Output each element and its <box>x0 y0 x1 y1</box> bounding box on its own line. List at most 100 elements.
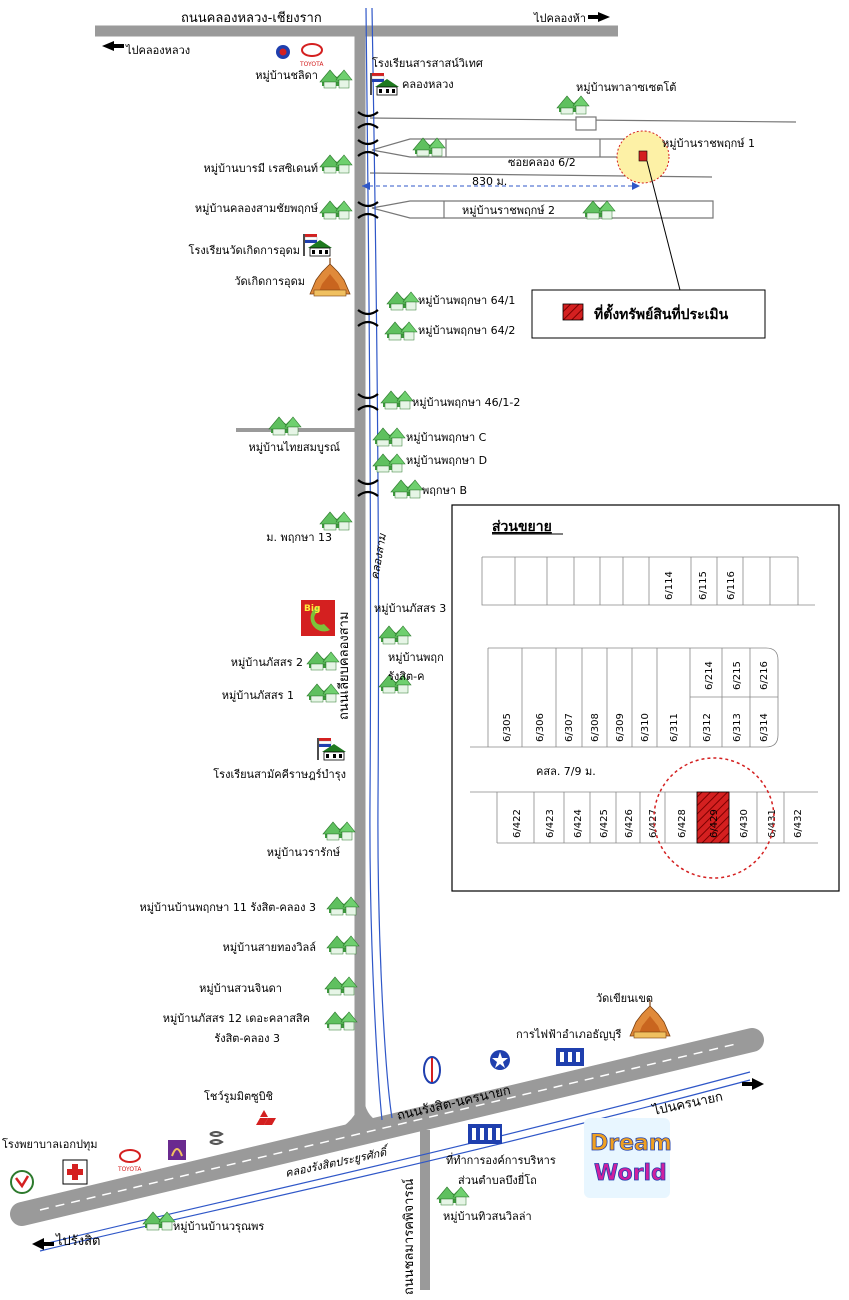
plot-label: 6/425 <box>599 809 610 838</box>
village-label: หมู่บ้านภัสสร 3 <box>374 602 446 615</box>
plot-label: 6/432 <box>793 809 804 838</box>
svg-text:TOYOTA: TOYOTA <box>117 1166 142 1173</box>
school-label-2: คลองหลวง <box>402 78 454 91</box>
subject-location <box>616 130 681 291</box>
plot-label: 6/314 <box>759 713 770 742</box>
plot-label: 6/216 <box>759 661 770 690</box>
shell-stack-icon <box>209 1131 224 1145</box>
toyota-icon <box>301 43 323 57</box>
electric-label: การไฟฟ้าอำเภอธัญบุรี <box>516 1028 621 1041</box>
plot-label: 6/305 <box>502 713 513 742</box>
to-klong-luang-label: ไปคลองหลวง <box>125 44 190 57</box>
plot-label: 6/424 <box>573 809 584 838</box>
arrow-left-icon <box>102 41 114 51</box>
temple-icon <box>309 257 351 297</box>
tao-building-icon <box>468 1124 502 1144</box>
village-label: หมู่บ้านพฤกษา 46/1-2 <box>412 396 520 409</box>
inset-title: ส่วนขยาย <box>492 519 552 535</box>
temple-label: วัดเกิดการอุดม <box>234 275 305 288</box>
village-label: หมู่บ้านบ้านพฤกษา 11 รังสิต-คลอง 3 <box>139 901 316 914</box>
school-label: โรงเรียนสามัคคีราษฎร์บำรุง <box>213 767 346 781</box>
village-label: รังสิต-ค <box>388 670 424 683</box>
toyota-icon-2 <box>119 1149 141 1163</box>
distance-label: 830 ม. <box>472 175 507 188</box>
plot-label: 6/311 <box>669 713 680 742</box>
subject-plot <box>696 791 730 844</box>
plot-label: 6/429 <box>709 809 720 838</box>
temple-icon-2 <box>629 999 671 1039</box>
inset-map: ส่วนขยาย 6/114 6/115 6/116 <box>451 504 840 892</box>
legend-swatch <box>562 303 584 321</box>
canals <box>39 7 751 1252</box>
school-flag-icon-2 <box>303 233 333 257</box>
school-label: โรงเรียนสารสาสน์วิเทศ <box>372 56 483 70</box>
village-label: หมู่บ้านพฤก <box>388 651 444 664</box>
village-label: หมู่บ้านบ้านวรุณพร <box>173 1220 264 1233</box>
to-klong-ha-label: ไปคลองห้า <box>533 12 586 25</box>
svg-text:Dream: Dream <box>590 1131 672 1156</box>
village-label: หมู่บ้านทิวสนวิลล่า <box>443 1210 532 1223</box>
plot-label: 6/431 <box>767 809 778 838</box>
bottom-road-label: ถนนชลมารคพิจารณ์ <box>401 1178 417 1295</box>
village-label: ม. พฤกษา 13 <box>266 531 332 544</box>
to-nakhonnayok-label: ไปนครนายก <box>651 1088 725 1119</box>
mitsubishi-icon <box>260 1110 268 1117</box>
soi-label: ซอยคลอง 6/2 <box>508 156 576 169</box>
village-label: หมู่บ้านสวนจินดา <box>199 982 282 995</box>
village-label: หมู่บ้านภัสสร 1 <box>222 689 294 702</box>
village-label: หมู่บ้านภัสสร 12 เดอะคลาสสิค <box>163 1012 310 1025</box>
plot-label: 6/313 <box>732 713 743 742</box>
village-label: หมู่บ้านสายทองวิลล์ <box>223 941 316 954</box>
legend: ที่ตั้งทรัพย์สินที่ประเมิน <box>531 289 766 339</box>
plot-label: 6/422 <box>512 809 523 838</box>
plot-label: 6/309 <box>615 713 626 742</box>
plot-label: 6/427 <box>648 809 659 838</box>
labels-left: หมู่บ้านชลิดา หมู่บ้านบารมี เรสซิเดนท์ ห… <box>139 69 346 1045</box>
village-label: หมู่บ้านคลองสามชัยพฤกษ์ <box>195 202 318 215</box>
svg-text:World: World <box>594 1161 667 1186</box>
village-label: หมู่บ้านบารมี เรสซิเดนท์ <box>203 162 318 175</box>
village-label: หมู่บ้านชลิดา <box>255 69 318 82</box>
plot-label: 6/306 <box>535 713 546 742</box>
village-label: หมู่บ้านพฤกษา C <box>406 431 487 444</box>
arrow-right-icon <box>598 12 610 22</box>
school-flag-icon-3 <box>317 737 347 761</box>
village-label: หมู่บ้านพฤกษา 64/2 <box>418 324 515 337</box>
main-road-label: ถนนเลียบคลองสาม <box>336 611 352 720</box>
plot-label: 6/307 <box>564 713 575 742</box>
plot-label: 6/428 <box>677 809 688 838</box>
village-label: หมู่บ้านภัสสร 2 <box>231 656 303 669</box>
plot-label: 6/215 <box>732 661 743 690</box>
plot-label: 6/312 <box>702 713 713 742</box>
top-road-label: ถนนคลองหลวง-เชียงราก <box>181 10 322 26</box>
plot-label: 6/114 <box>664 571 675 600</box>
distance-marker: 830 ม. ซอยคลอง 6/2 <box>362 156 640 190</box>
plot-label: 6/116 <box>726 571 737 600</box>
kasikorn-icon <box>10 1170 34 1194</box>
plot-label: 6/423 <box>545 809 556 838</box>
temple-label: วัดเขียนเขต <box>596 992 653 1005</box>
svg-text:Big: Big <box>304 604 320 614</box>
plot-label: 6/308 <box>590 713 601 742</box>
dreamworld-logo <box>584 1118 670 1198</box>
village-label: หมู่บ้านราชพฤกษ์ 2 <box>462 204 555 217</box>
school-label: โรงเรียนวัดเกิดการอุดม <box>189 243 300 257</box>
legend-label: ที่ตั้งทรัพย์สินที่ประเมิน <box>594 303 729 323</box>
village-label: หมู่บ้านไทยสมบูรณ์ <box>249 441 340 454</box>
tao-label: ที่ทำการองค์การบริหาร <box>446 1152 556 1167</box>
plot-label: 6/115 <box>698 571 709 600</box>
plot-label: 6/430 <box>739 809 750 838</box>
hospital-label: โรงพยาบาลเอกปทุม <box>2 1137 97 1151</box>
arrow-left-icon-2 <box>32 1238 44 1250</box>
village-label: หมู่บ้านพฤกษา 64/1 <box>418 294 515 307</box>
village-label: รังสิต-คลอง 3 <box>214 1032 280 1045</box>
village-label: หมู่บ้านพาลาซเซตโต้ <box>576 80 676 94</box>
subject-circle <box>653 757 775 879</box>
labels-right: โรงเรียนสารสาสน์วิเทศ คลองหลวง หมู่บ้านพ… <box>2 56 755 1233</box>
plot-label: 6/426 <box>624 809 635 838</box>
village-label: หมู่บ้านราชพฤกษ์ 1 <box>662 137 755 150</box>
village-label: หมู่บ้านพฤกษา D <box>406 454 487 467</box>
canal-label: คลองสาม <box>368 532 389 581</box>
showroom-label: โชว์รูมมิตซูบิชิ <box>204 1089 273 1103</box>
